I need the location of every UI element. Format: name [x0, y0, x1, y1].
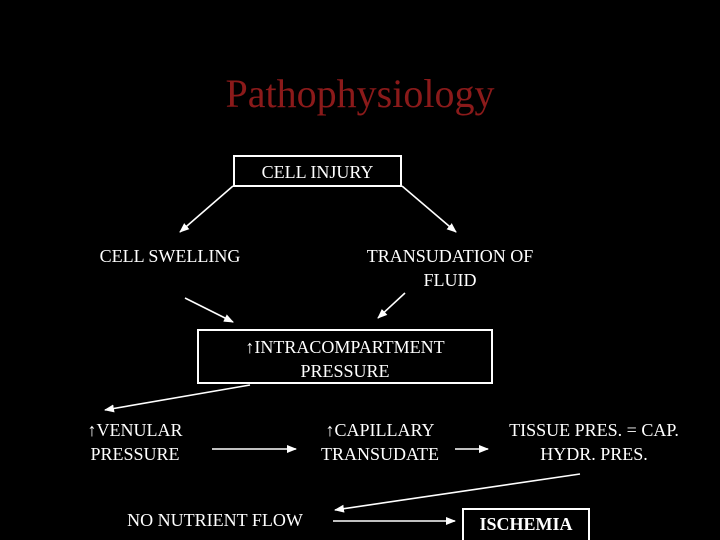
transudation-label: TRANSUDATION OF FLUID [340, 244, 560, 292]
no-nutrient-flow-label: NO NUTRIENT FLOW [127, 510, 303, 530]
venular-pressure-label: ↑VENULAR PRESSURE [60, 418, 210, 466]
transudation-line-2: FLUID [423, 270, 477, 290]
cell-swelling-label: CELL SWELLING [99, 246, 241, 266]
tissue-line-2: HYDR. PRES. [540, 444, 648, 464]
slide-title: Pathophysiology [225, 71, 495, 116]
increase-arrow-icon: ↑ [325, 420, 335, 440]
cell-injury-label: CELL INJURY [261, 162, 374, 182]
venular-line-1: ↑VENULAR [87, 420, 183, 440]
arrow-injury-to-swelling [179, 185, 234, 233]
capillary-line-2: TRANSUDATE [320, 444, 439, 464]
increase-arrow-icon: ↑ [245, 337, 255, 357]
arrow-pressure-to-venular [104, 384, 251, 413]
venular-line-2: PRESSURE [90, 444, 180, 464]
intracompartment-box: ↑INTRACOMPARTMENT PRESSURE [197, 329, 493, 384]
increase-arrow-icon: ↑ [87, 420, 97, 440]
tissue-pressure-label: TISSUE PRES. = CAP. HYDR. PRES. [488, 418, 700, 466]
arrow-tissue-to-nutrient [334, 473, 581, 513]
ischemia-label: ISCHEMIA [479, 514, 573, 534]
cell-injury-box: CELL INJURY [233, 155, 402, 187]
arrow-injury-to-transudation [401, 185, 457, 233]
transudation-line-1: TRANSUDATION OF [366, 246, 534, 266]
arrow-swelling-to-pressure [184, 297, 234, 323]
capillary-line-1: ↑CAPILLARY [325, 420, 435, 440]
arrow-transudation-to-pressure [377, 292, 406, 319]
intracompartment-line-1: ↑INTRACOMPARTMENT [245, 337, 445, 357]
ischemia-box: ISCHEMIA [462, 508, 590, 540]
tissue-line-1: TISSUE PRES. = CAP. [509, 420, 679, 440]
intracompartment-line-2: PRESSURE [300, 361, 390, 381]
capillary-transudate-label: ↑CAPILLARY TRANSUDATE [295, 418, 465, 466]
